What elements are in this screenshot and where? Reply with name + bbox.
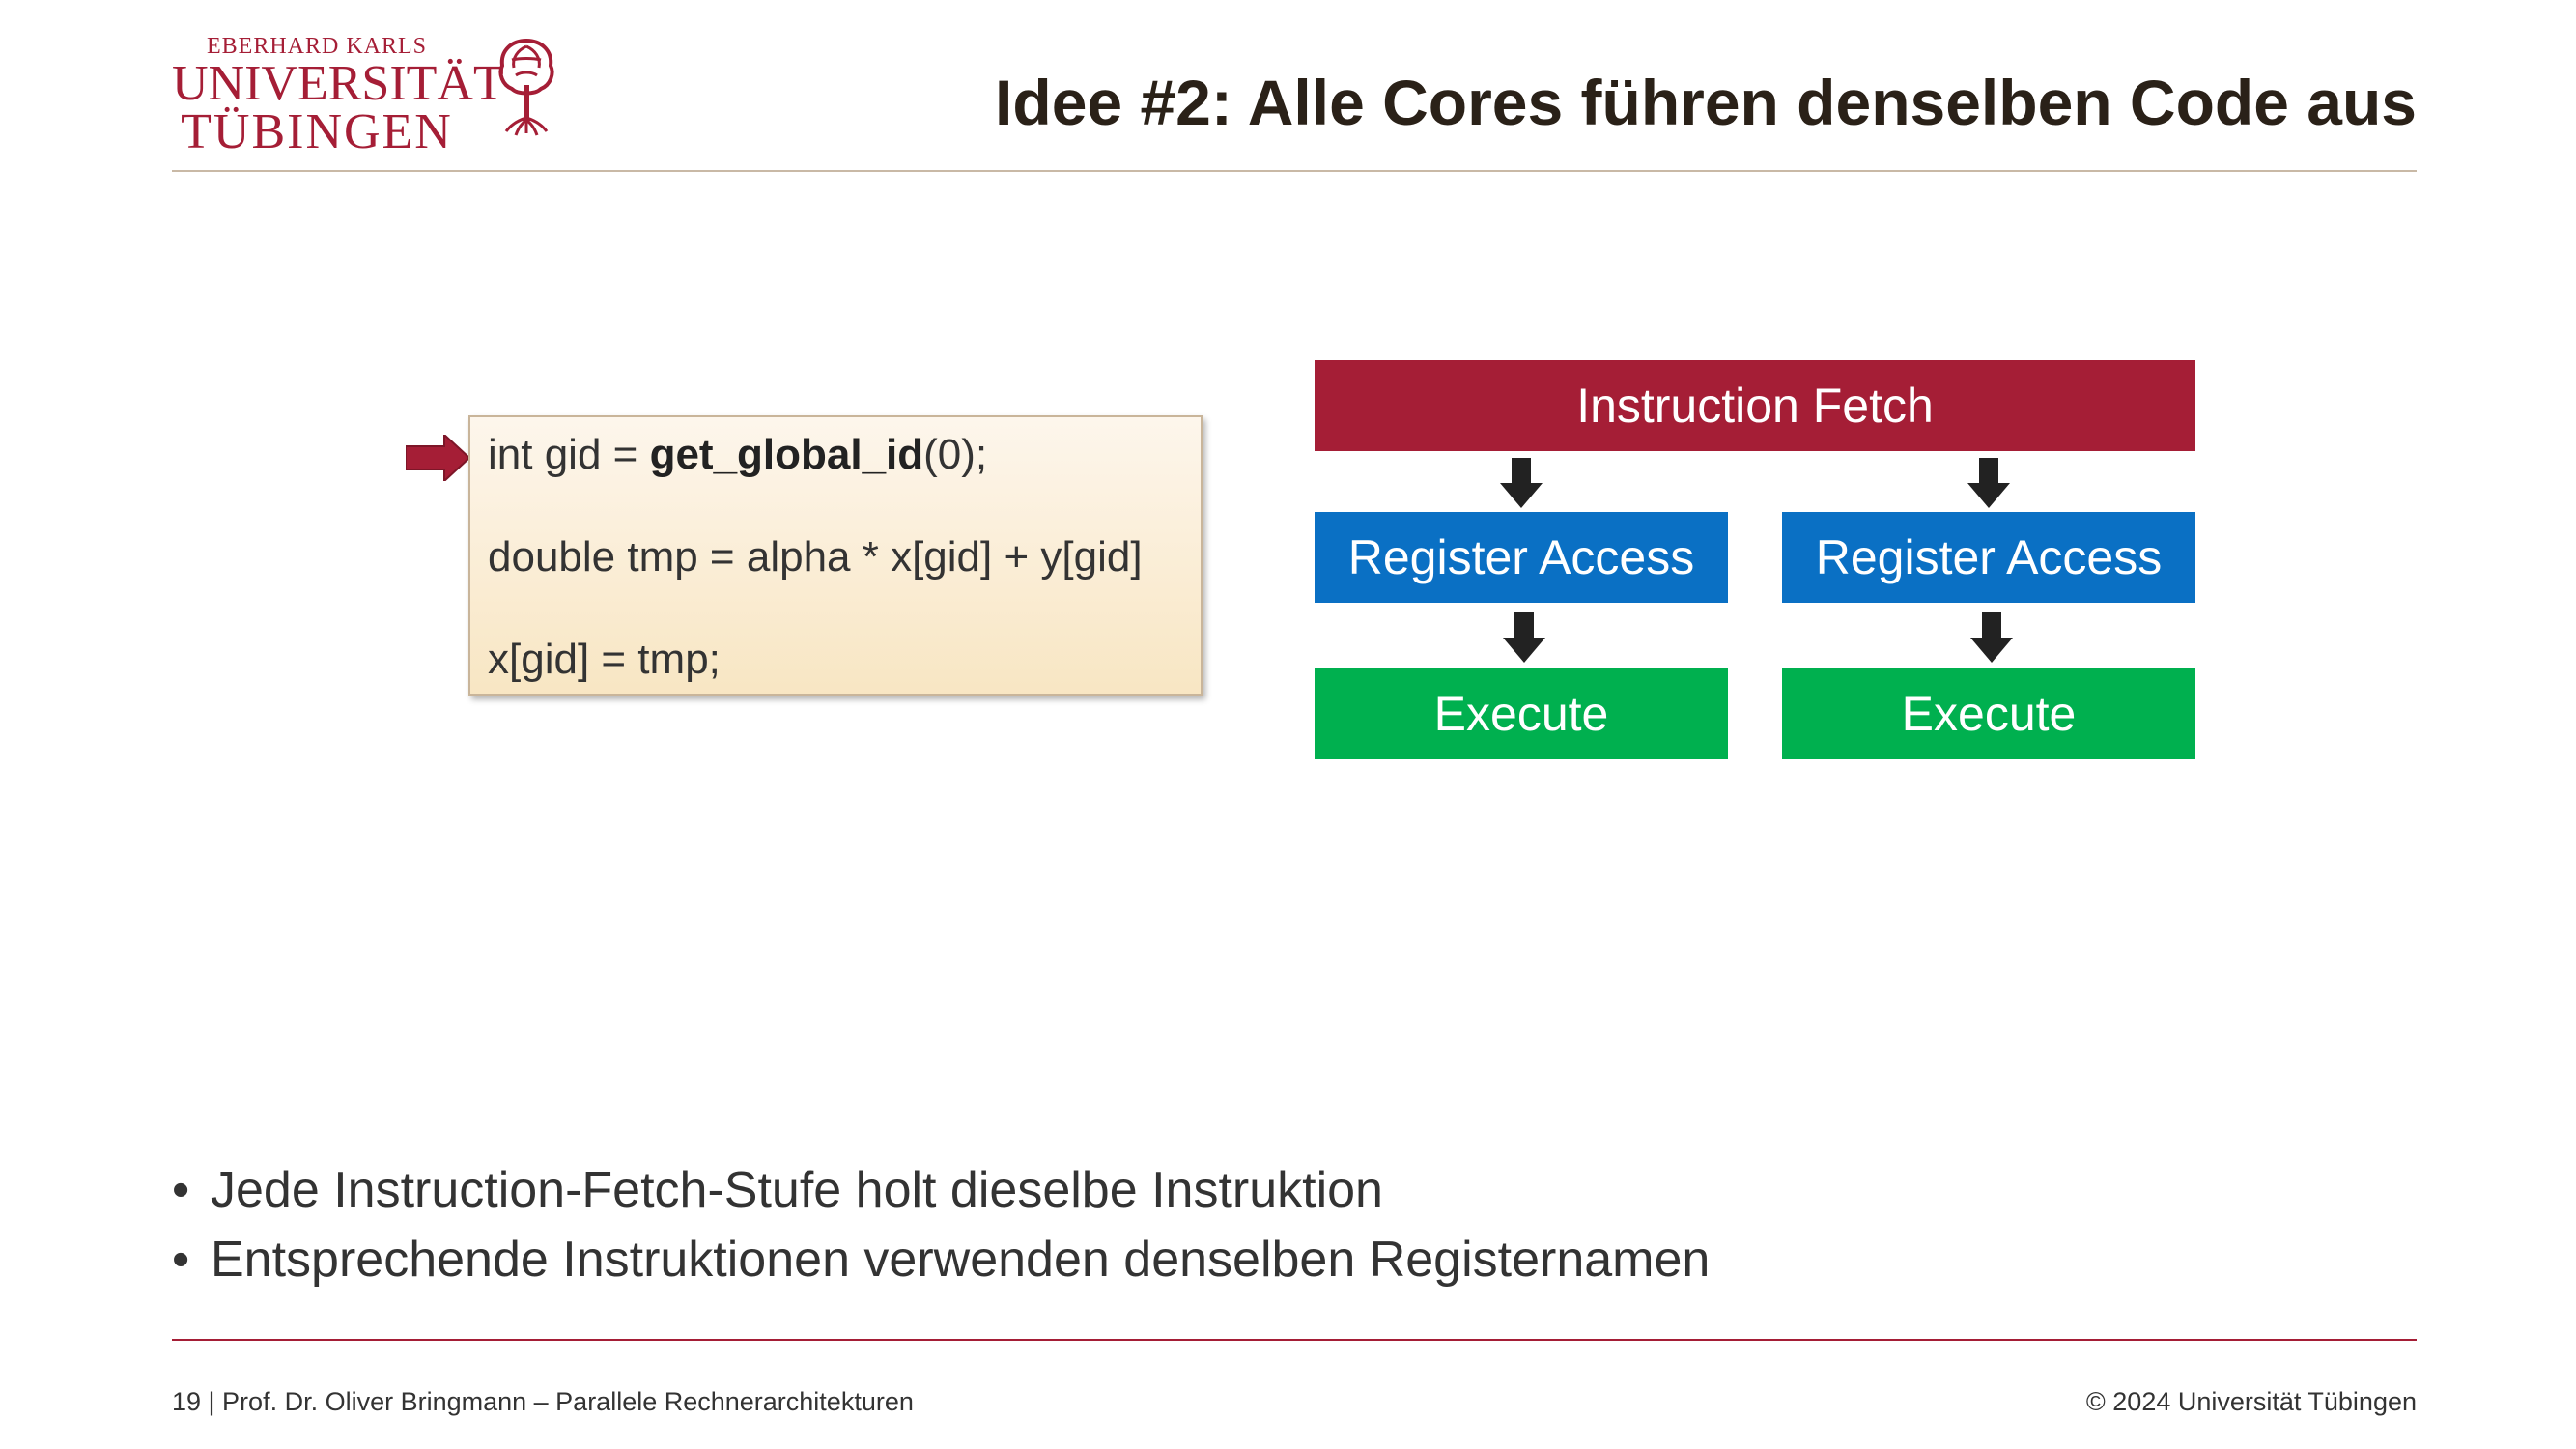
bullet-dot: •: [172, 1232, 190, 1288]
register-access-stage-left: Register Access: [1315, 512, 1728, 603]
bullet-text: Jede Instruction-Fetch-Stufe holt diesel…: [211, 1162, 1383, 1218]
logo-line-tuebingen: TÜBINGEN: [181, 104, 453, 159]
execute-stage-right: Execute: [1782, 668, 2195, 759]
bullet-item: • Entsprechende Instruktionen verwenden d…: [172, 1231, 1710, 1289]
footer-divider: [172, 1339, 2417, 1341]
bullet-text: Entsprechende Instruktionen verwenden de…: [211, 1232, 1711, 1288]
arrow-down-icon: [1500, 458, 1543, 508]
footer-page-info: 19 | Prof. Dr. Oliver Bringmann – Parall…: [172, 1387, 914, 1416]
university-logo-text: EBERHARD KARLS UNIVERSITÄT TÜBINGEN: [172, 33, 504, 159]
footer-copyright: © 2024 Universität Tübingen: [2085, 1387, 2417, 1416]
register-access-stage-right: Register Access: [1782, 512, 2195, 603]
execute-stage-left: Execute: [1315, 668, 1728, 759]
code-line-1-function: get_global_id: [649, 431, 924, 478]
current-line-arrow-icon: [406, 435, 471, 481]
arrow-down-icon: [1970, 612, 2013, 663]
bullet-item: • Jede Instruction-Fetch-Stufe holt diese…: [172, 1161, 1383, 1219]
logo-line-small: EBERHARD KARLS: [206, 34, 428, 59]
bullet-dot: •: [172, 1162, 190, 1218]
code-box: int gid = get_global_id(0); double tmp =…: [468, 415, 1203, 696]
code-line-2: double tmp = alpha * x[gid] + y[gid]: [488, 533, 1143, 581]
arrow-down-icon: [1503, 612, 1545, 663]
palm-tree-logo-icon: [498, 38, 554, 136]
code-line-1-prefix: int gid =: [488, 431, 650, 478]
code-line-3: x[gid] = tmp;: [488, 636, 721, 683]
logo-line-universitaet: UNIVERSITÄT: [172, 56, 504, 111]
instruction-fetch-stage: Instruction Fetch: [1315, 360, 2195, 451]
header-divider: [172, 170, 2417, 172]
slide-title: Idee #2: Alle Cores führen denselben Cod…: [995, 67, 2417, 138]
arrow-down-icon: [1967, 458, 2010, 508]
code-line-1: int gid = get_global_id(0);: [488, 431, 987, 479]
code-line-1-suffix: (0);: [923, 431, 988, 478]
